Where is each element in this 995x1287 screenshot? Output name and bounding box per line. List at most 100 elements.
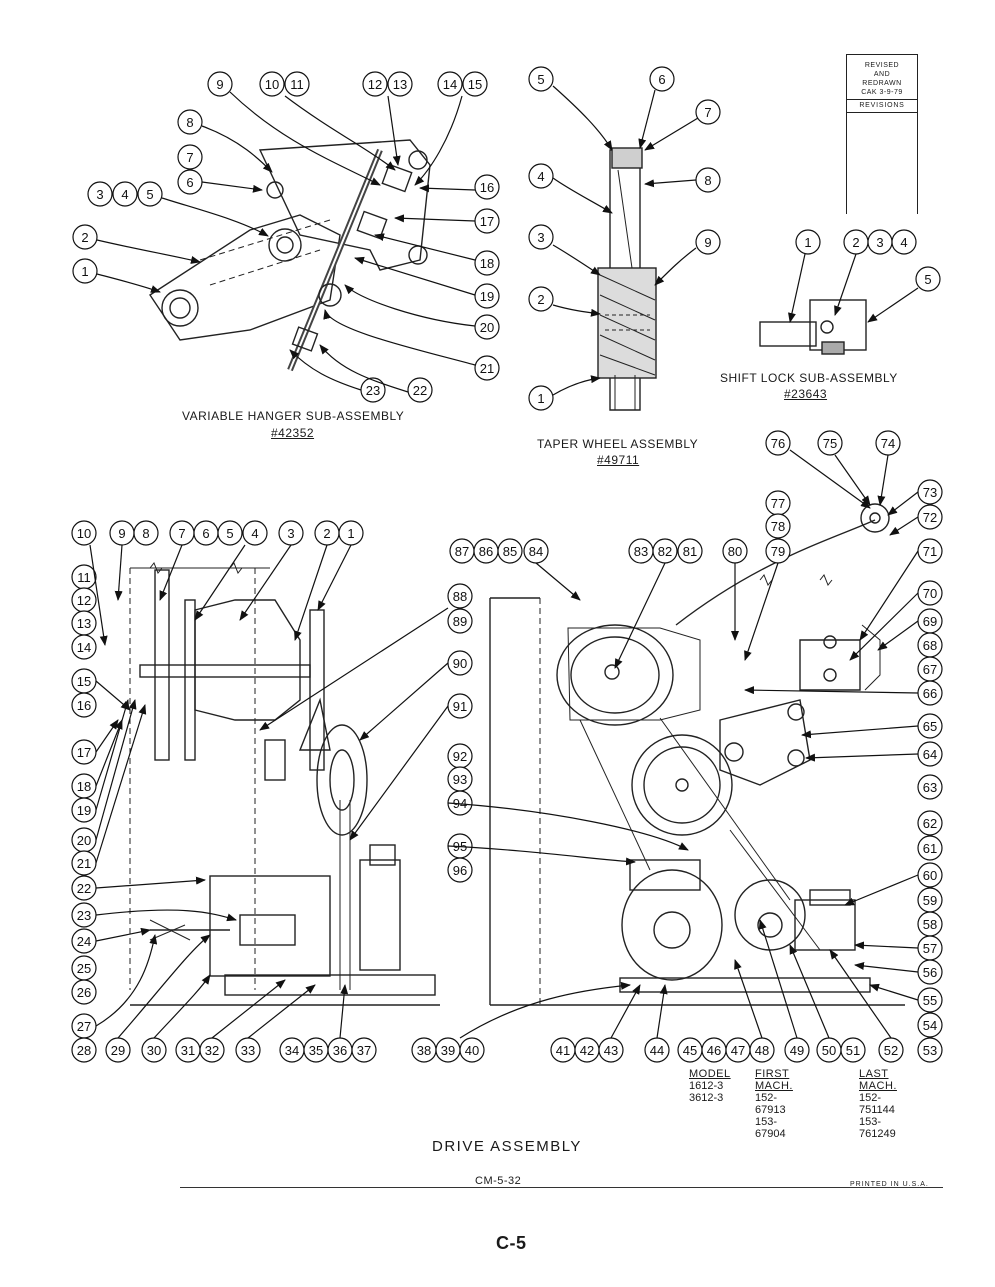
callout-1: 1 [347, 526, 354, 541]
callout-5: 5 [537, 72, 544, 87]
drive-right-drawing [489, 503, 905, 1006]
callout-91: 91 [453, 699, 467, 714]
vh-callouts: 9 10 11 12 13 14 15 8 7 6 3 4 5 2 1 16 1… [72, 71, 500, 403]
callout-47: 47 [731, 1043, 745, 1058]
callout-41: 41 [556, 1043, 570, 1058]
callout-5: 5 [924, 272, 931, 287]
last-mach-cell: 153-761249 [859, 1116, 896, 1140]
page-number: C-5 [496, 1233, 527, 1253]
revision-line: REVISED [864, 62, 900, 69]
callout-14: 14 [443, 77, 457, 92]
shift-lock-drawing [759, 299, 867, 355]
callout-39: 39 [441, 1043, 455, 1058]
callout-17: 17 [77, 745, 91, 760]
callout-50: 50 [822, 1043, 836, 1058]
callout-13: 13 [393, 77, 407, 92]
callout-9: 9 [216, 77, 223, 92]
drive-assembly-title: DRIVE ASSEMBLY [432, 1138, 582, 1155]
callout-72: 72 [923, 510, 937, 525]
callout-74: 74 [881, 436, 895, 451]
callout-3: 3 [287, 526, 294, 541]
callout-45: 45 [683, 1043, 697, 1058]
callout-8: 8 [142, 526, 149, 541]
callout-15: 15 [77, 674, 91, 689]
revision-note: REVISED AND REDRAWN CAK 3-9-79 [847, 54, 917, 100]
callout-61: 61 [923, 841, 937, 856]
callout-56: 56 [923, 965, 937, 980]
revision-line: REDRAWN [862, 80, 902, 87]
variable-hanger-number: #42352 [271, 426, 315, 440]
callout-33: 33 [241, 1043, 255, 1058]
callout-3: 3 [537, 230, 544, 245]
callout-92: 92 [453, 749, 467, 764]
callout-14: 14 [77, 640, 91, 655]
callout-1: 1 [804, 235, 811, 250]
callout-35: 35 [309, 1043, 323, 1058]
callout-84: 84 [529, 544, 543, 559]
callout-19: 19 [480, 289, 494, 304]
callout-77: 77 [771, 496, 785, 511]
revision-line: AND [873, 71, 891, 78]
printed-in-usa: PRINTED IN U.S.A. [850, 1181, 929, 1188]
callout-22: 22 [77, 881, 91, 896]
callout-6: 6 [658, 72, 665, 87]
callout-15: 15 [468, 77, 482, 92]
first-mach-cell: 153-67904 [755, 1116, 786, 1140]
callout-65: 65 [923, 719, 937, 734]
leader-lines [89, 85, 919, 1039]
drive-left-drawing [129, 567, 440, 1006]
model-cell: 1612-3 [689, 1080, 724, 1092]
callout-4: 4 [251, 526, 258, 541]
model-header: MODEL [689, 1068, 731, 1080]
callout-21: 21 [480, 361, 494, 376]
callout-5: 5 [146, 187, 153, 202]
revision-line: CAK 3-9-79 [861, 89, 903, 96]
callout-8: 8 [186, 115, 193, 130]
callout-11: 11 [290, 77, 304, 92]
callout-69: 69 [923, 614, 937, 629]
callout-7: 7 [186, 150, 193, 165]
callout-4: 4 [121, 187, 128, 202]
callout-53: 53 [923, 1043, 937, 1058]
callout-55: 55 [923, 993, 937, 1008]
callout-63: 63 [923, 780, 937, 795]
callout-32: 32 [205, 1043, 219, 1058]
callout-75: 75 [823, 436, 837, 451]
sl-callouts: 1 2 3 4 5 [795, 229, 941, 292]
callout-90: 90 [453, 656, 467, 671]
taper-wheel-caption: TAPER WHEEL ASSEMBLY [537, 437, 699, 451]
taper-wheel-drawing [597, 147, 657, 411]
callout-46: 46 [707, 1043, 721, 1058]
callout-10: 10 [265, 77, 279, 92]
callout-67: 67 [923, 662, 937, 677]
footer-rule [180, 1187, 943, 1188]
callout-70: 70 [923, 586, 937, 601]
callout-26: 26 [77, 985, 91, 1000]
callout-24: 24 [77, 934, 91, 949]
callout-19: 19 [77, 803, 91, 818]
callout-1: 1 [537, 391, 544, 406]
callout-7: 7 [178, 526, 185, 541]
callout-12: 12 [368, 77, 382, 92]
revisions-header: REVISIONS [847, 100, 917, 113]
callout-54: 54 [923, 1018, 937, 1033]
model-column: MODEL 1612-3 3612-3 [689, 1068, 731, 1104]
callout-18: 18 [480, 256, 494, 271]
callout-38: 38 [417, 1043, 431, 1058]
callout-87: 87 [455, 544, 469, 559]
dm-callouts: 88 89 90 91 92 93 94 95 96 87 86 85 84 8… [447, 538, 943, 1063]
callout-3: 3 [96, 187, 103, 202]
callout-52: 52 [884, 1043, 898, 1058]
callout-88: 88 [453, 589, 467, 604]
callout-2: 2 [852, 235, 859, 250]
callout-6: 6 [186, 175, 193, 190]
callout-44: 44 [650, 1043, 664, 1058]
callout-68: 68 [923, 638, 937, 653]
document-number: CM-5-32 [475, 1175, 522, 1187]
callout-78: 78 [771, 519, 785, 534]
callout-73: 73 [923, 485, 937, 500]
callout-79: 79 [771, 544, 785, 559]
callout-62: 62 [923, 816, 937, 831]
callout-8: 8 [704, 173, 711, 188]
